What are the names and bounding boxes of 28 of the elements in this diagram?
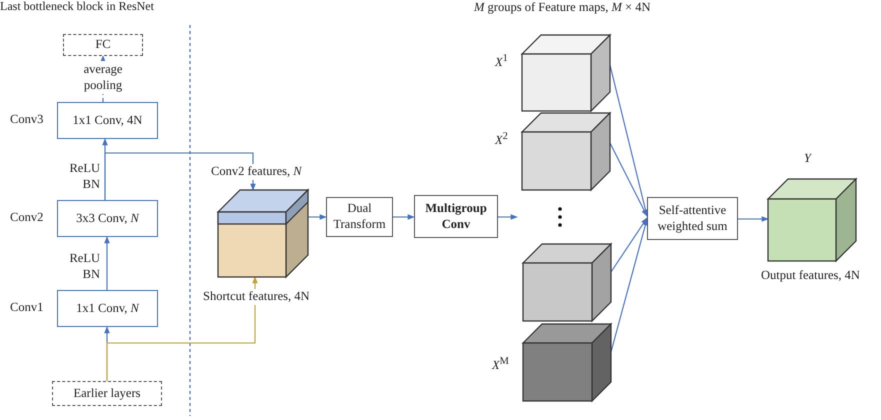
feature-cube bbox=[523, 244, 611, 321]
node-caption: Shortcut features, 4N bbox=[203, 289, 310, 305]
feature-cube bbox=[218, 190, 308, 277]
arrow bbox=[498, 214, 518, 220]
arrow bbox=[104, 152, 256, 200]
process-box: Self-attentive weighted sum bbox=[647, 197, 738, 240]
feature-cube bbox=[523, 324, 611, 401]
node-caption: Output features, 4N bbox=[761, 268, 860, 284]
feature-cube bbox=[768, 179, 856, 261]
arrow bbox=[104, 236, 110, 290]
arrow bbox=[610, 217, 648, 272]
diagram-title: Last bottleneck block in ResNet bbox=[0, 0, 154, 14]
feature-cube bbox=[522, 35, 610, 111]
process-box: 1x1 Conv, N bbox=[57, 290, 158, 327]
arrow bbox=[393, 214, 415, 220]
dashed-box: Earlier layers bbox=[52, 381, 162, 406]
arrow bbox=[106, 276, 258, 381]
process-box: 3x3 Conv, N bbox=[57, 200, 158, 237]
feature-cube bbox=[522, 113, 610, 190]
arrow bbox=[610, 142, 648, 217]
process-box: Multigroup Conv bbox=[414, 195, 498, 238]
process-box: Dual Transform bbox=[326, 197, 393, 237]
node-caption: Conv2 features, N bbox=[211, 164, 302, 180]
process-box: 1x1 Conv, 4N bbox=[57, 102, 158, 139]
arrow bbox=[308, 214, 327, 220]
dashed-box: FC bbox=[63, 34, 143, 56]
arrow bbox=[738, 216, 769, 222]
group-heading: M groups of Feature maps, M × 4N bbox=[474, 0, 650, 16]
